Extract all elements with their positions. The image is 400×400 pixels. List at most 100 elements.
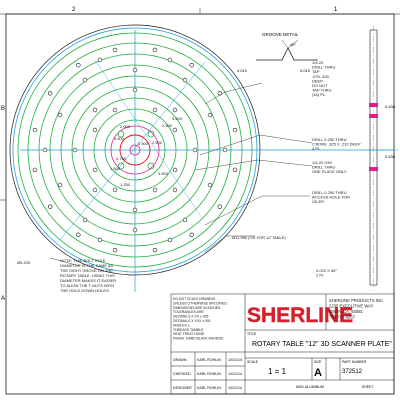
- hole: [82, 217, 88, 223]
- dim-label: 1.500: [110, 166, 121, 171]
- hole: [172, 107, 178, 113]
- scale-value: 1 = 1: [268, 367, 287, 376]
- callout-od: Ø11.950 (OD FOR 12"TABLE): [232, 235, 286, 240]
- side-view-dim: 0.438: [385, 154, 396, 159]
- plate-dimensions: 2.500 3.500 2.000 2.500 3.500 1.250 0.75…: [17, 116, 183, 265]
- hole: [112, 47, 118, 53]
- leader: [194, 159, 313, 171]
- hole: [132, 67, 138, 73]
- designer-label: DESIGNER: [173, 386, 192, 390]
- center-hole: [129, 144, 141, 156]
- zone-label-top-2: 2: [72, 7, 76, 13]
- hole: [97, 237, 103, 243]
- counterbore-holes: [117, 130, 155, 170]
- callout-leaders: [49, 82, 313, 267]
- sheet-label: SHEET: [362, 385, 373, 389]
- hole: [132, 227, 138, 233]
- material: 6061 ALUMINUM: [296, 385, 324, 389]
- leader: [49, 257, 81, 267]
- zone-label-left-a: A: [1, 296, 5, 302]
- groove-detail: GROOVE DETAIL 45° 0.010 0.015: [237, 32, 318, 73]
- size-value: A: [314, 367, 322, 379]
- hole: [92, 107, 98, 113]
- side-view-tapped-section: [369, 103, 378, 107]
- cbore-hole: [117, 162, 125, 170]
- checked-label: CHECKED: [173, 372, 191, 376]
- hole: [92, 187, 98, 193]
- dim-label: 2.500: [152, 140, 163, 145]
- hole: [76, 62, 81, 68]
- hole: [217, 91, 223, 96]
- hole: [152, 247, 158, 253]
- hole: [47, 91, 53, 96]
- designer-date: 10/21/14: [228, 386, 242, 390]
- leader: [204, 82, 263, 105]
- hole: [232, 167, 238, 173]
- groove-profile: [256, 47, 318, 61]
- hole: [112, 247, 118, 253]
- zone-label-top-1: 1: [334, 7, 338, 13]
- groove-dim: 0.015: [300, 68, 311, 73]
- hole: [92, 127, 98, 133]
- hole: [152, 107, 158, 113]
- hole: [207, 112, 213, 118]
- size-label: SIZE: [314, 360, 322, 364]
- hole: [232, 127, 238, 133]
- cbore-hole: [147, 162, 155, 170]
- diagonal-centerline: [59, 61, 206, 241]
- dim-label: 3.500: [172, 116, 183, 121]
- groove-angle: 45°: [290, 42, 296, 47]
- leader: [199, 134, 313, 156]
- dim-label: 1.250: [120, 182, 131, 187]
- side-view-dim: 0.438: [385, 104, 396, 109]
- hole: [152, 47, 158, 53]
- hole: [152, 187, 158, 193]
- hole: [167, 57, 173, 63]
- hole: [72, 147, 78, 153]
- hole: [167, 237, 173, 243]
- hole: [97, 57, 103, 63]
- hole: [189, 62, 194, 68]
- scale-label: SCALE: [247, 360, 259, 364]
- hole: [47, 204, 53, 209]
- part-number: 372512: [342, 369, 363, 375]
- designer-name: KARL ROHLIN: [197, 386, 221, 390]
- hole: [172, 167, 178, 173]
- dim-label: 0.750: [116, 156, 127, 161]
- hole: [32, 167, 38, 173]
- hole: [192, 147, 198, 153]
- title-block-frame: [170, 293, 395, 395]
- hole: [76, 232, 81, 238]
- company-logo: SHERLINE: [247, 304, 353, 327]
- dim-label: 3.500: [158, 171, 169, 176]
- side-view-tapped-section: [369, 167, 378, 171]
- dim-label: 2.500: [162, 123, 173, 128]
- center-bore-outer: [110, 125, 160, 175]
- cbore-hole: [117, 130, 125, 138]
- tapped-holes: [32, 47, 238, 253]
- groove-detail-title: GROOVE DETAIL: [262, 32, 299, 37]
- checked-date: 10/21/14: [228, 372, 242, 376]
- groove-dim: 0.010: [237, 68, 248, 73]
- hole: [132, 207, 138, 213]
- cbore-hole: [147, 130, 155, 138]
- hole: [57, 182, 63, 188]
- hole: [42, 147, 48, 153]
- hole: [57, 112, 63, 118]
- hole: [172, 187, 178, 193]
- hole: [112, 107, 118, 113]
- drawing-title: ROTARY TABLE "12" 3D SCANNER PLATE": [252, 341, 392, 348]
- hole: [172, 127, 178, 133]
- drawn-label: DRAWN: [173, 358, 187, 362]
- hole: [207, 182, 213, 188]
- groove-angle-line: [281, 39, 289, 49]
- hole: [182, 77, 188, 83]
- hole: [92, 167, 98, 173]
